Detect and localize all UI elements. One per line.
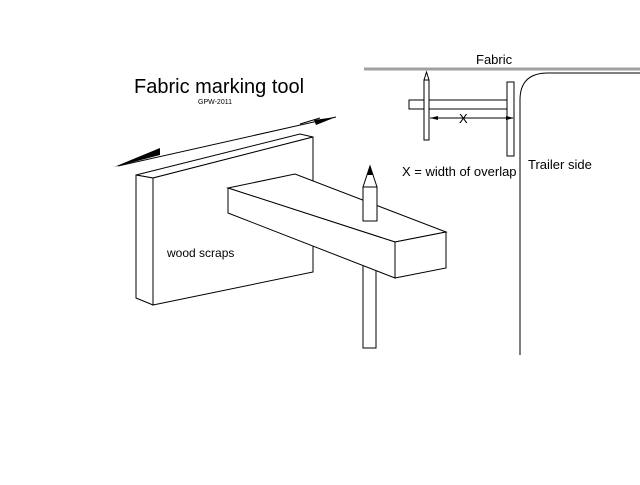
wood-board-front (135, 174, 154, 306)
x-dimension-label: X (459, 111, 468, 126)
board-arrow-line (117, 116, 337, 167)
dimension-arrow-right (506, 116, 514, 120)
trailer-side-label: Trailer side (528, 157, 592, 172)
wood-scraps-label: wood scraps (167, 246, 235, 260)
pencil-tip (362, 164, 378, 188)
diagram-credit: GPW-2011 (198, 99, 232, 106)
pencil-body (362, 186, 378, 222)
overlap-legend: X = width of overlap (402, 164, 517, 179)
side-view-pencil (423, 79, 430, 141)
board-arrow-right-head (314, 117, 336, 125)
side-view-pencil-tip (423, 70, 430, 81)
board-arrow-extension (299, 117, 321, 125)
trailer-side-wall (519, 72, 640, 355)
marking-rod (362, 261, 377, 349)
dimension-arrow-left (430, 116, 438, 120)
fabric-label: Fabric (476, 52, 513, 67)
diagram-title: Fabric marking tool (134, 76, 305, 98)
crossbar-front-face (394, 231, 447, 279)
board-arrow-left-head (114, 148, 160, 167)
pencil-lead (367, 166, 373, 175)
